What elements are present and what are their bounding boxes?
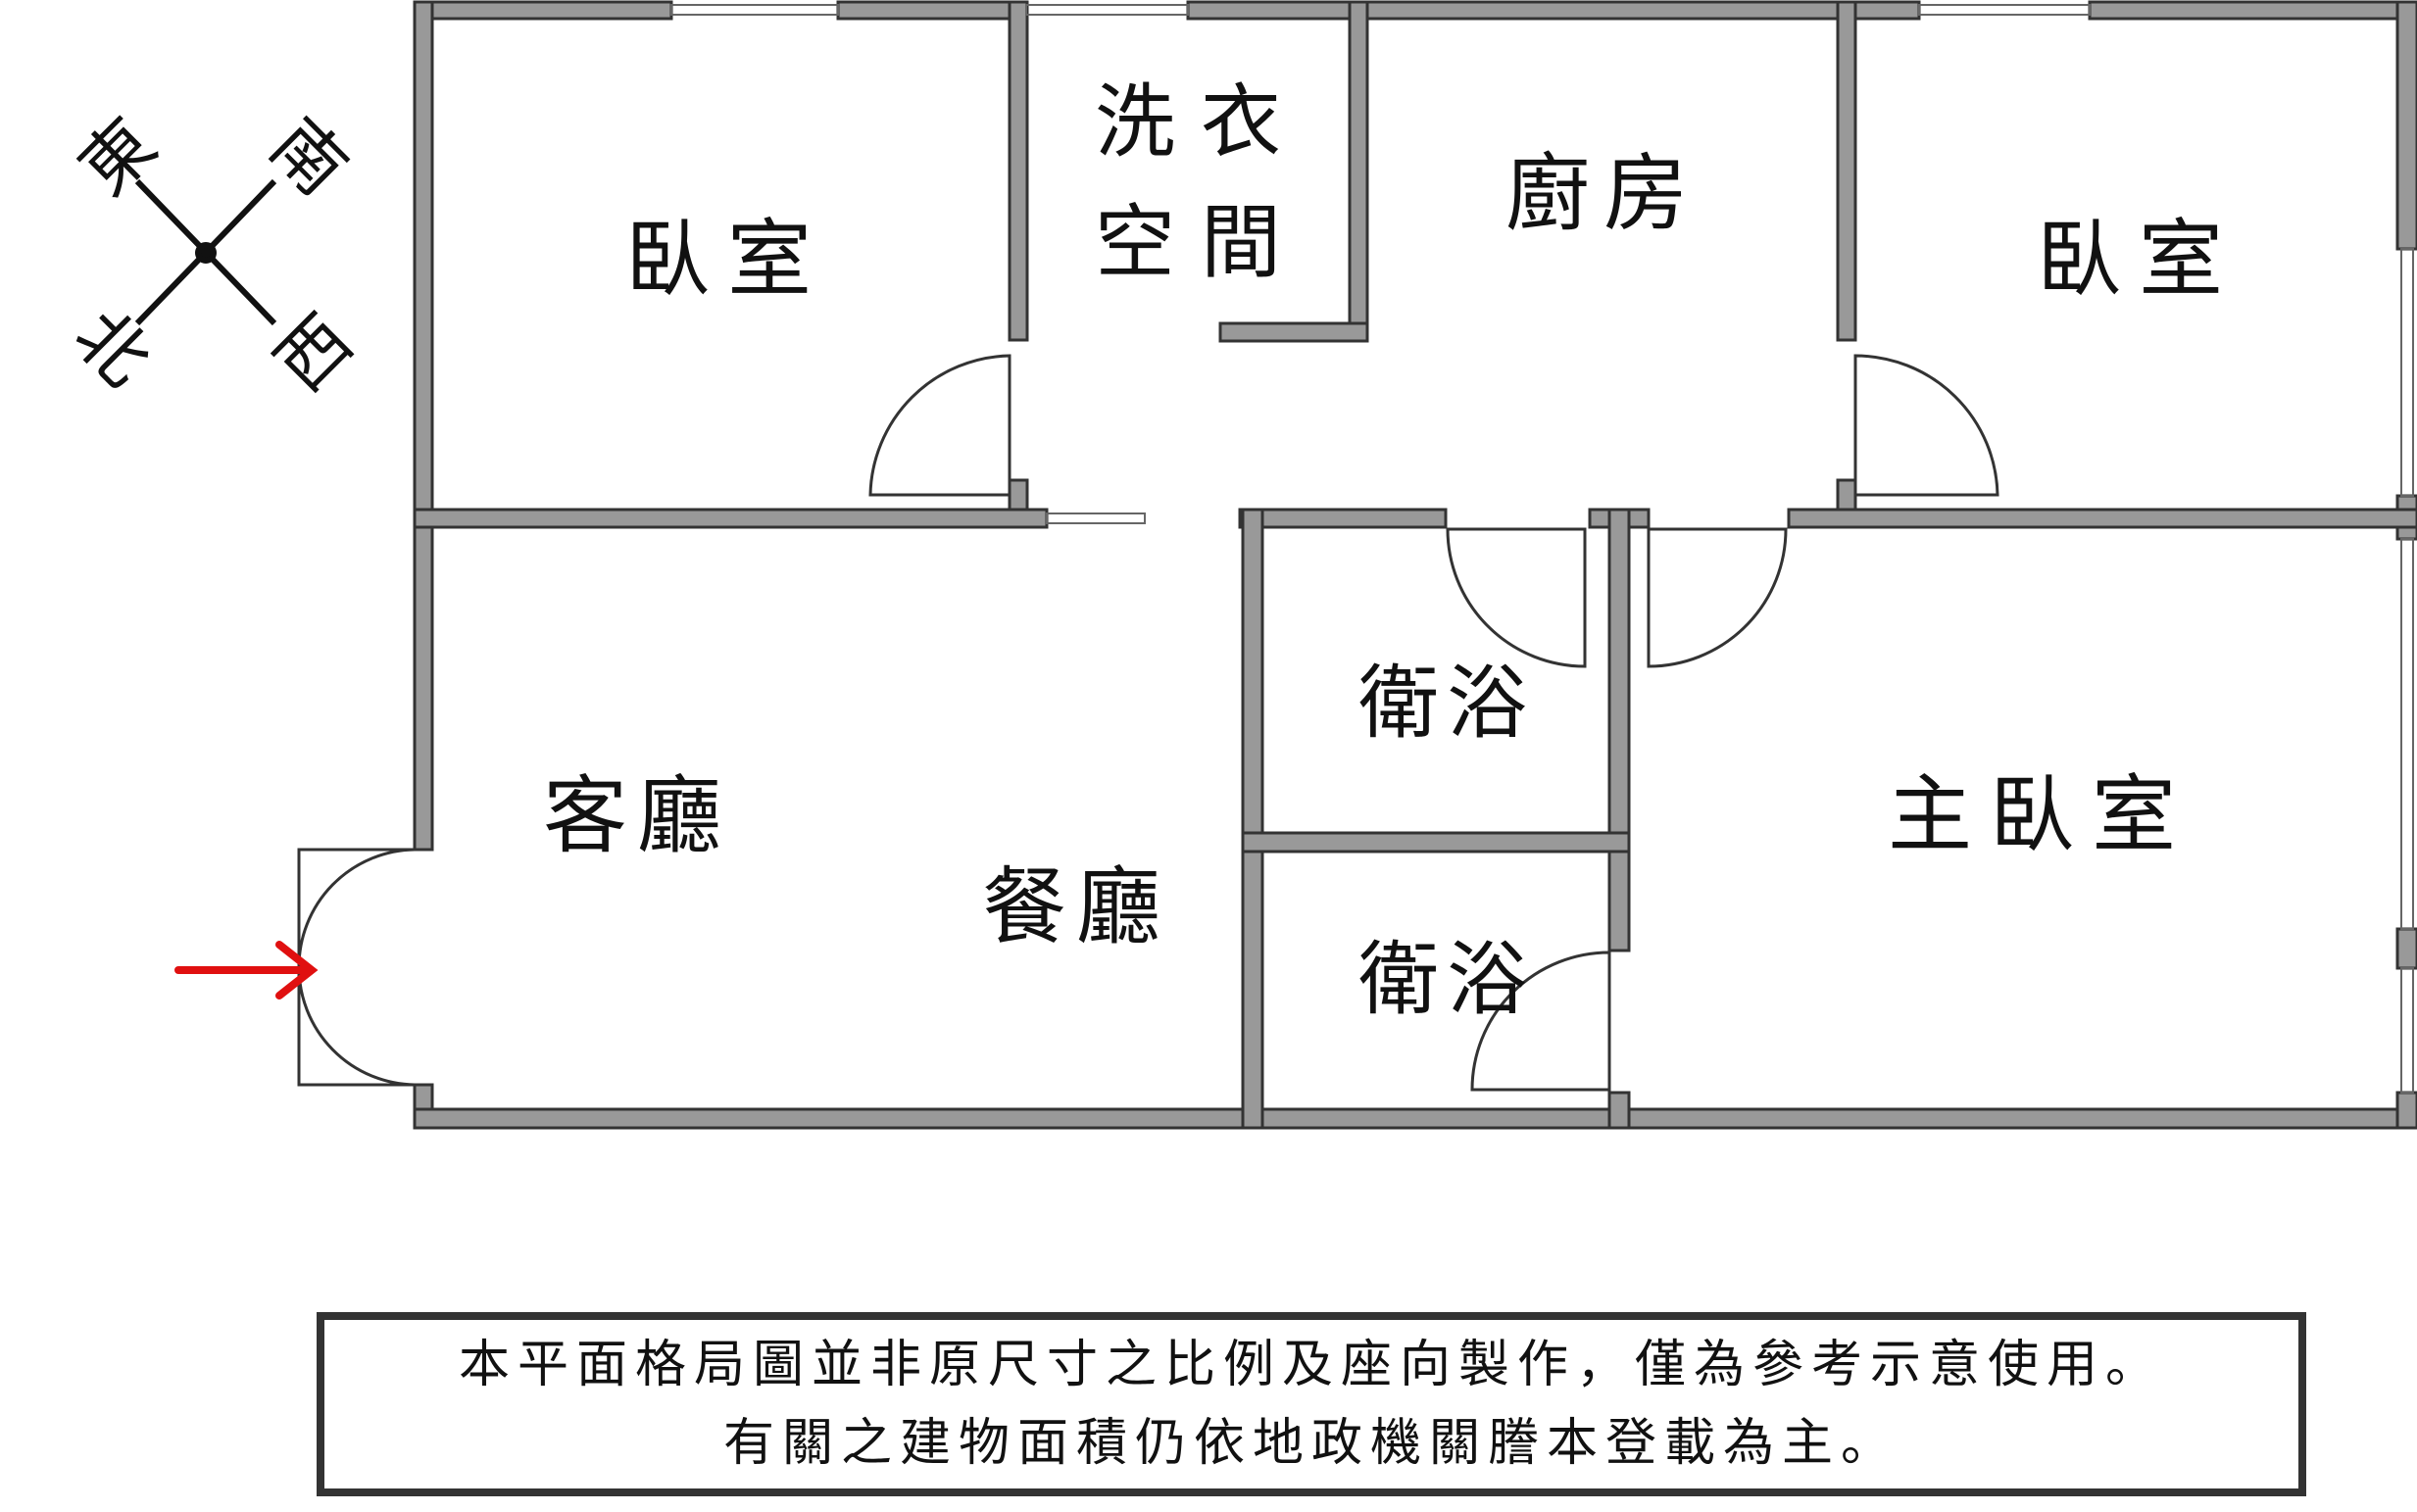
door-bathroom-upper[interactable] (1446, 527, 1587, 668)
door-bathroom-lower[interactable] (1470, 951, 1611, 1092)
compass-south-label: 南 (255, 103, 363, 211)
doors (297, 354, 1999, 1092)
wall-top-segment (836, 0, 1028, 21)
wall-top-segment (413, 0, 673, 21)
disclaimer-line-1: 本平面格局圖並非原尺寸之比例及座向製作，僅為參考示意使用。 (458, 1336, 2164, 1394)
window-right (2400, 967, 2414, 1094)
window-right (2400, 248, 2414, 497)
door-bedroom-nw[interactable] (868, 354, 1011, 497)
room-bedroom-ne: 臥室 (2037, 211, 2241, 309)
wall-middle-east (1787, 508, 2417, 529)
wall-bottom (413, 1107, 2417, 1130)
sliding-door (1046, 512, 1146, 524)
room-bedroom-nw: 臥室 (625, 211, 829, 309)
compass-east-label: 東 (64, 103, 172, 211)
wall-dining-east (1241, 508, 1264, 1130)
compass-west-label: 西 (260, 299, 368, 407)
wall-laundry-east (1348, 0, 1369, 342)
disclaimer-line-2: 有關之建物面積仍依地政機關謄本登載為主。 (722, 1414, 1899, 1473)
window-right (2400, 538, 2414, 930)
windows (670, 4, 2414, 1094)
wall-kitchen-east (1836, 0, 1857, 342)
entry-arrow-icon (174, 941, 319, 1000)
door-bedroom-ne[interactable] (1853, 354, 1999, 497)
wall-top-segment (1186, 0, 1921, 21)
wall-bath-divider (1241, 831, 1631, 854)
wall-right-segment (2395, 0, 2417, 251)
wall-middle-west (413, 508, 1049, 529)
door-master-bedroom[interactable] (1647, 527, 1788, 668)
room-dining: 餐廳 (982, 858, 1170, 956)
wall-bath-east (1607, 508, 1631, 952)
wall-left-upper (413, 0, 434, 852)
compass-center (195, 242, 217, 264)
wall-laundry-south (1218, 321, 1369, 343)
wall-right-segment (2395, 927, 2417, 970)
room-laundry-line1: 洗 衣 (1095, 76, 1281, 170)
window-top (1025, 4, 1189, 16)
wall-bath-east-lower (1607, 1091, 1631, 1130)
wall-top-segment (2088, 0, 2417, 21)
room-laundry-line2: 空 間 (1095, 197, 1281, 290)
door-entrance-lower[interactable] (297, 966, 416, 1087)
room-bathroom-lower: 衛浴 (1358, 934, 1535, 1027)
window-top (670, 4, 839, 16)
room-kitchen: 廚房 (1505, 145, 1702, 243)
room-living: 客廳 (543, 767, 731, 865)
wall-right-segment (2395, 1091, 2417, 1130)
wall-bedroom-nw-east (1008, 0, 1029, 342)
compass-icon (134, 178, 277, 326)
disclaimer-box: 本平面格局圖並非原尺寸之比例及座向製作，僅為參考示意使用。 有關之建物面積仍依地… (317, 1312, 2306, 1496)
door-entrance-upper[interactable] (297, 848, 416, 968)
room-master-bedroom: 主臥室 (1888, 766, 2194, 864)
room-bathroom-upper: 衛浴 (1358, 658, 1535, 751)
window-top (1918, 4, 2091, 16)
wall-middle-bath-stub (1238, 508, 1448, 529)
